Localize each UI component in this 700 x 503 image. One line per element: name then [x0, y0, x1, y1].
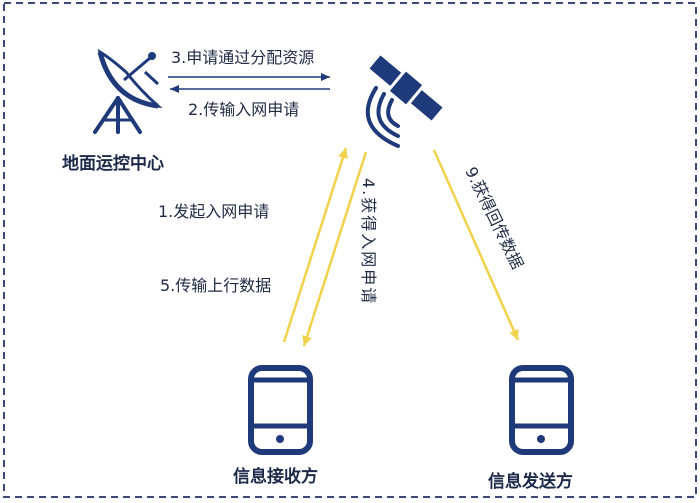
step5-label: 5.传输上行数据 — [160, 276, 272, 295]
receiver-phone-icon — [248, 365, 313, 455]
diagram-border — [3, 2, 697, 498]
satellite-icon — [365, 55, 443, 148]
step3-label: 3.申请通过分配资源 — [171, 48, 315, 67]
arrow-step4 — [302, 151, 368, 347]
sender-label: 信息发送方 — [488, 472, 573, 492]
receiver-label: 信息接收方 — [233, 467, 318, 487]
step4-label: 4.获得入网申请 — [359, 178, 378, 306]
arrow-step1-5 — [282, 147, 348, 343]
arrow-step9 — [432, 149, 520, 341]
sender-phone-icon — [509, 365, 574, 455]
step2-label: 2.传输入网申请 — [188, 100, 300, 119]
satellite-dish-icon — [93, 48, 163, 134]
step1-label: 1.发起入网申请 — [158, 202, 270, 221]
ground-station-label: 地面运控中心 — [62, 154, 164, 174]
